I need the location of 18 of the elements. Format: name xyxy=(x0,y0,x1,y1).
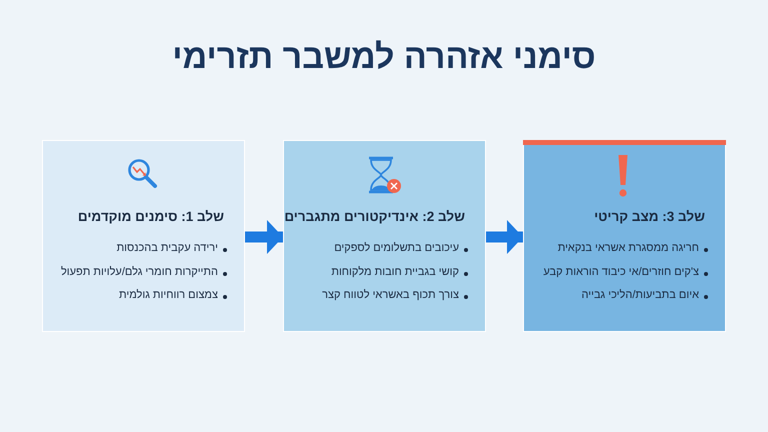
bullet-item: צמצום רווחיות גולמית xyxy=(118,289,218,301)
title: סימני אזהרה למשבר תזרימי xyxy=(171,38,597,77)
stage-card xyxy=(283,140,486,332)
stage-heading: שלב 2: אינדיקטורים מתגברים xyxy=(284,209,465,224)
stage-card xyxy=(42,140,245,332)
arrow xyxy=(486,220,523,254)
arrow xyxy=(245,220,283,254)
bullet-item: עיכובים בתשלומים לספקים xyxy=(334,242,459,254)
stage-heading: שלב 3: מצב קריטי xyxy=(594,209,705,224)
bullet-item: צ'קים חוזרים/אי כיבוד הוראות קבע xyxy=(543,266,699,278)
bullet-item: קושי בגביית חובות מלקוחות xyxy=(331,266,459,278)
bullet-item: חריגה ממסגרת אשראי בנקאית xyxy=(558,242,699,254)
bullet-item: איום בתביעות/הליכי גבייה xyxy=(582,289,699,301)
stage-heading: שלב 1: סימנים מוקדמים xyxy=(78,209,224,224)
bullet-item: התייקרות חומרי גלם/עלויות תפעול xyxy=(60,266,218,278)
bullet-item: ירידה עקבית בהכנסות xyxy=(116,242,218,254)
stage-card xyxy=(523,140,726,332)
bullet-item: צורך תכוף באשראי לטווח קצר xyxy=(322,289,459,301)
